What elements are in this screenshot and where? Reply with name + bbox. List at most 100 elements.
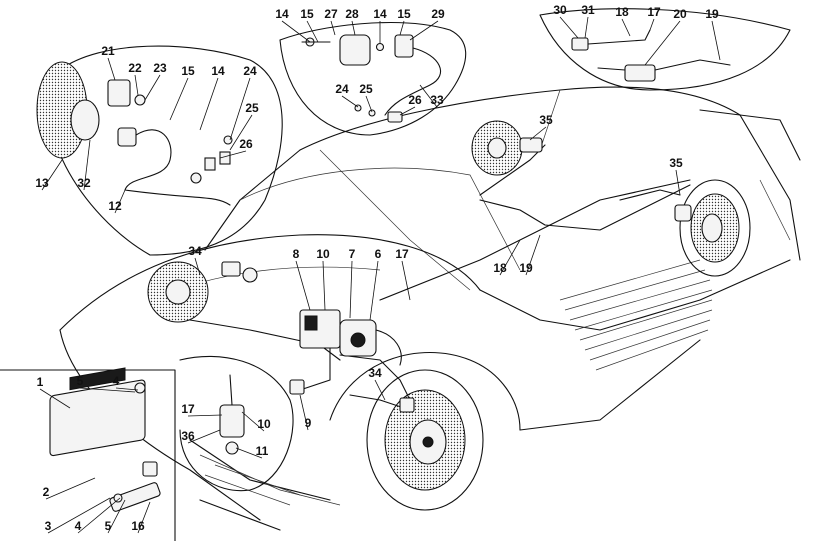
reference-label: 1 [37,375,44,389]
leader-line [675,169,681,196]
reference-label: 26 [239,137,253,151]
leader-line [281,20,311,43]
reference-label: 17 [395,247,409,261]
reference-label: 35 [539,113,553,127]
leader-line [374,379,386,401]
reference-label: 28 [345,7,359,21]
leader-line [144,74,161,101]
control-unit-inset [0,367,176,541]
leader-line [401,260,411,301]
reference-label: 13 [35,176,49,190]
leader-line [194,257,201,276]
reference-label: 14 [211,64,225,78]
leader-line [621,18,631,37]
brake-lines [189,89,691,411]
leader-line [644,20,681,66]
reference-label: 36 [181,429,195,443]
reference-label: 12 [108,199,122,213]
reference-label: 17 [181,402,195,416]
leader-line [295,260,311,311]
leader-line [187,414,223,417]
reference-label: 6 [375,247,382,261]
reference-label: 22 [128,61,142,75]
abs-modulator-unit [299,309,402,366]
leader-line [351,20,356,36]
reference-label: 19 [705,7,719,21]
leader-line [499,239,521,276]
reference-label: 18 [615,5,629,19]
callout-rear-wheel-sensor [36,45,283,256]
reference-label: 4 [113,374,120,388]
reference-label: 29 [431,7,445,21]
leader-lines [39,16,721,534]
leader-line [711,20,721,61]
reference-label: 26 [408,93,422,107]
leader-line [365,95,373,113]
reference-label: 25 [245,101,259,115]
leader-line [525,234,541,276]
reference-label: 16 [131,519,145,533]
leader-line [47,497,111,534]
rear-right-wheel [679,179,751,277]
callout-top-sensor [279,22,467,136]
front-right-disc [147,261,209,323]
side-vents [559,259,713,371]
reference-label: 15 [397,7,411,21]
leader-line [134,74,139,96]
reference-label: 30 [553,3,567,17]
leader-line [235,447,263,459]
leader-line [306,20,319,43]
leader-line [39,388,71,409]
leader-line [341,95,359,108]
leader-line [584,16,589,39]
reference-label: 23 [153,61,167,75]
reference-label: 35 [669,156,683,170]
callout-pressure-switch [179,355,294,492]
leader-line [419,84,438,108]
reference-label: 25 [359,82,373,96]
leader-line [45,477,96,500]
leader-line [369,260,379,321]
leader-line [399,106,416,116]
car-body [59,86,801,531]
leader-line [199,77,219,131]
reference-label: 17 [647,5,661,19]
reference-label: 21 [101,44,115,58]
reference-label: 7 [349,247,356,261]
leader-line [299,394,309,431]
reference-label: 19 [519,261,533,275]
reference-label: 33 [430,93,444,107]
leader-line [41,159,63,191]
reference-label: 14 [373,7,387,21]
leader-line [83,139,91,191]
leader-line [107,57,116,81]
reference-label: 20 [673,7,687,21]
leader-line [114,189,126,214]
reference-label: 8 [293,247,300,261]
reference-label: 11 [256,444,269,458]
leader-line [559,16,579,39]
leader-line [529,126,547,141]
leader-line [399,20,405,36]
reference-label: 10 [257,417,271,431]
reference-label: 24 [243,64,257,78]
reference-label: 9 [305,416,312,430]
reference-label: 5 [105,519,112,533]
leader-line [107,499,126,534]
leader-line [349,260,353,319]
leader-line [77,497,121,534]
rear-sensor-parts [399,137,692,413]
leader-line [409,20,439,41]
front-left-wheel [366,369,484,511]
reference-label: 15 [181,64,195,78]
leader-line [115,387,139,391]
reference-label: 2 [43,485,50,499]
reference-label: 34 [188,244,202,258]
reference-label: 15 [300,7,314,21]
leader-line [137,501,151,534]
reference-label: 27 [324,7,338,21]
leader-line [330,20,336,36]
reference-label: 18 [493,261,507,275]
reference-label: 32 [77,176,91,190]
